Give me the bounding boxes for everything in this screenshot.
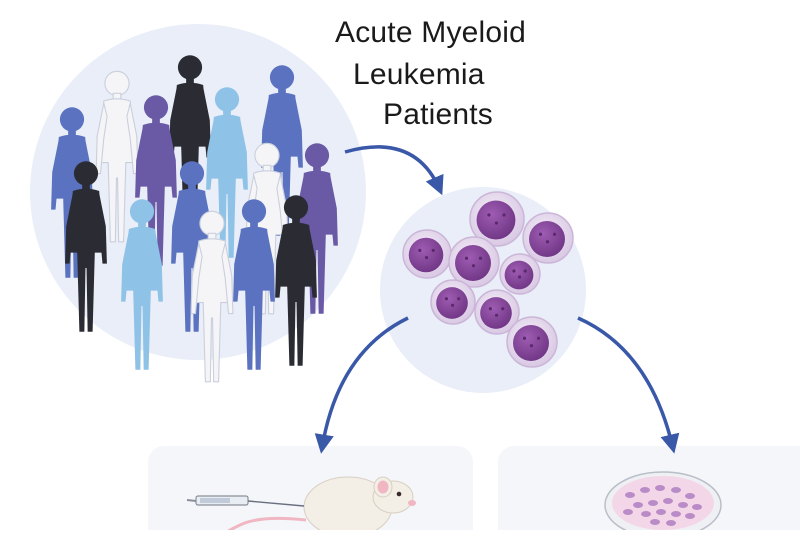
dish-cell — [666, 520, 676, 526]
mouse-nose — [408, 500, 416, 506]
leukemia-cells-icon — [402, 191, 574, 368]
dish-cell — [623, 509, 633, 515]
leukemia-cell — [522, 212, 574, 264]
dish-cell — [685, 493, 695, 499]
arrows — [314, 145, 680, 454]
petri-dish-culture-icon — [604, 471, 722, 535]
leukemia-cell — [469, 191, 525, 247]
leukemia-cell — [474, 289, 520, 335]
leukemia-cell — [430, 279, 476, 325]
leukemia-cell — [448, 236, 500, 288]
leukemia-cell — [499, 253, 541, 295]
mouse-eye — [396, 491, 402, 497]
dish-cell — [671, 487, 681, 493]
dish-cell — [655, 485, 665, 491]
mouse-tail — [219, 516, 307, 535]
title-line-3: Patients — [383, 98, 493, 131]
dish-cell — [656, 509, 666, 515]
dish-cell — [648, 500, 658, 506]
leukemia-cell — [506, 316, 558, 368]
dish-cell — [650, 519, 660, 525]
dish-cell — [678, 502, 688, 508]
dish-medium — [612, 476, 714, 530]
dish-cell — [641, 511, 651, 517]
dish-cell — [633, 502, 643, 508]
leukemia-cell — [402, 229, 452, 279]
dish-cell — [625, 492, 635, 498]
arrow-patients-to-cells — [344, 145, 444, 196]
mouse-ear-inner — [377, 480, 389, 494]
dish-cell — [692, 504, 702, 510]
arrow-cells-to-dish — [577, 316, 680, 454]
dish-cell — [663, 498, 673, 504]
title-line-2: Leukemia — [353, 58, 485, 91]
dish-cell — [671, 511, 681, 517]
title-line-1: Acute Myeloid — [335, 16, 527, 49]
arrow-cells-to-mouse — [314, 316, 409, 454]
dish-cell — [640, 487, 650, 493]
syringe-icon — [186, 495, 305, 507]
dish-cells — [623, 485, 702, 526]
dish-cell — [685, 513, 695, 519]
mouse-xenograft-icon — [219, 476, 416, 535]
